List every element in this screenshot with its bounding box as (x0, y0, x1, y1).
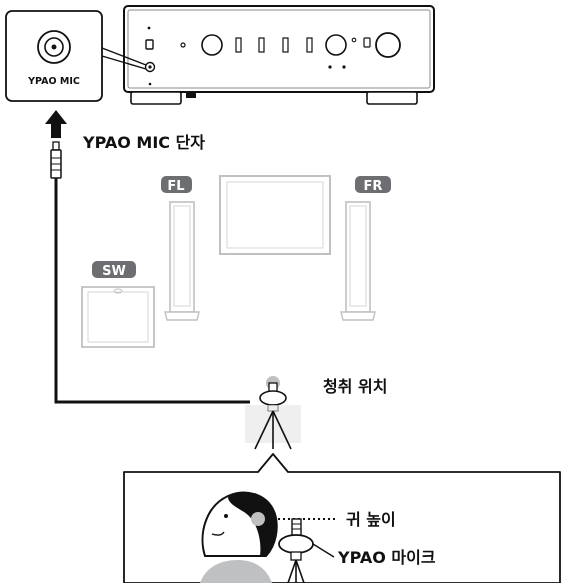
plug-arrow (45, 110, 67, 179)
ear-height-label: 귀 높이 (346, 510, 396, 529)
selector-knob-icon (201, 34, 223, 56)
speaker-front-left: FL (161, 176, 200, 321)
amplifier (123, 5, 435, 105)
volume-knob-icon (375, 32, 401, 58)
speaker-front-right: FR (340, 176, 391, 321)
ear-height-callout: 귀 높이 YPAO 마이크 (123, 453, 561, 583)
ypao-mic-jack-icon (144, 61, 156, 73)
speaker-label-fr: FR (364, 179, 383, 194)
jack-callout-label: YPAO MIC (27, 76, 80, 87)
ear-marker-icon (251, 512, 265, 526)
listening-position-mic (245, 376, 301, 450)
mic-cable (54, 178, 250, 404)
ypao-mic-label: YPAO 마이크 (337, 548, 436, 567)
jack-terminal-label: YPAO MIC 단자 (82, 133, 205, 152)
callout-mic-icon (278, 534, 314, 554)
listening-position-label: 청취 위치 (323, 377, 387, 396)
speaker-label-sw: SW (102, 264, 126, 279)
television (219, 175, 331, 255)
speaker-label-fl: FL (167, 179, 184, 194)
jack-outer-icon (37, 30, 71, 64)
person-hair-icon (228, 492, 277, 556)
up-arrow-icon (45, 110, 67, 138)
subwoofer: SW (81, 261, 155, 348)
power-button-icon (145, 39, 154, 50)
jack-callout: YPAO MIC (5, 10, 147, 102)
